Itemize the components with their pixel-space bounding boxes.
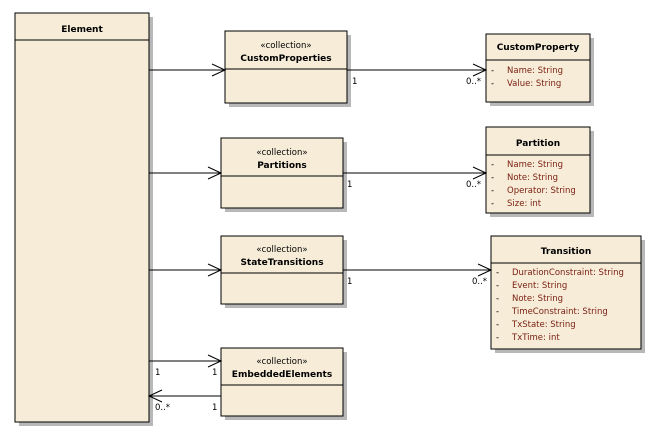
custom-property-name: CustomProperty [497, 43, 580, 53]
partition-box [485, 126, 591, 214]
partition-attr-marker-0: - [491, 160, 494, 170]
assoc-element-statetransitions-arrowhead [207, 263, 223, 277]
state-transitions-name: StateTransitions [240, 258, 323, 268]
custom-property-box [485, 33, 591, 103]
assoc-emb-out-target-multiplicity: 1 [212, 368, 217, 378]
partitions-class[interactable]: «collection» Partitions [220, 137, 347, 212]
custom-property-attr-1: Value: String [507, 79, 561, 89]
partition-attr-marker-2: - [491, 186, 494, 196]
partition-attributes: - Name: String - Note: String - Operator… [491, 160, 576, 209]
partitions-name: Partitions [257, 161, 307, 171]
custom-property-attr-marker-1: - [491, 79, 494, 89]
partition-attr-marker-3: - [491, 199, 494, 209]
embedded-elements-name: EmbeddedElements [232, 370, 332, 380]
custom-properties-class[interactable]: «collection» CustomProperties [224, 30, 351, 107]
partition-attr-1: Note: String [507, 173, 558, 183]
embedded-elements-box [220, 347, 344, 417]
partition-class[interactable]: Partition - Name: String - Note: String … [485, 126, 594, 217]
assoc-st-source-multiplicity: 1 [347, 277, 352, 287]
transition-attributes: - DurationConstraint: String - Event: St… [496, 268, 624, 343]
assoc-element-embeddedelements[interactable]: 1 1 [149, 354, 223, 378]
custom-property-attributes: - Name: String - Value: String [491, 66, 563, 89]
transition-attr-marker-2: - [496, 294, 499, 304]
assoc-element-embeddedelements-arrowhead [207, 354, 223, 368]
transition-attr-marker-1: - [496, 281, 499, 291]
assoc-embeddedelements-element-arrowhead [147, 389, 163, 403]
assoc-cp-source-multiplicity: 1 [352, 77, 357, 87]
assoc-emb-out-source-multiplicity: 1 [155, 368, 160, 378]
custom-properties-name: CustomProperties [240, 54, 331, 64]
custom-property-attr-0: Name: String [507, 66, 563, 76]
custom-property-class[interactable]: CustomProperty - Name: String - Value: S… [485, 33, 594, 106]
assoc-customproperties-customproperty[interactable]: 1 0..* [347, 63, 488, 87]
partition-attr-2: Operator: String [507, 186, 576, 196]
partitions-box [220, 137, 344, 209]
state-transitions-box [220, 235, 344, 305]
assoc-element-customproperties-arrowhead [211, 63, 227, 77]
state-transitions-stereotype: «collection» [256, 245, 307, 255]
transition-attr-marker-4: - [496, 320, 499, 330]
element-class[interactable]: Element [14, 12, 153, 426]
transition-attr-marker-5: - [496, 333, 499, 343]
transition-attr-4: TxState: String [511, 320, 576, 330]
assoc-cp-target-multiplicity: 0..* [466, 77, 481, 87]
assoc-embeddedelements-element[interactable]: 1 0..* [147, 389, 221, 413]
assoc-part-target-multiplicity: 0..* [466, 180, 481, 190]
partition-name: Partition [516, 139, 560, 149]
assoc-element-partitions-arrowhead [207, 166, 223, 180]
assoc-element-statetransitions[interactable] [149, 263, 223, 277]
element-class-box [14, 12, 150, 423]
transition-attr-2: Note: String [512, 294, 563, 304]
assoc-customproperties-customproperty-arrowhead [472, 63, 488, 77]
transition-attr-marker-3: - [496, 307, 499, 317]
state-transitions-class[interactable]: «collection» StateTransitions [220, 235, 347, 308]
assoc-emb-back-source-multiplicity: 1 [212, 403, 217, 413]
custom-properties-box [224, 30, 348, 104]
transition-attr-1: Event: String [512, 281, 567, 291]
transition-attr-3: TimeConstraint: String [511, 307, 608, 317]
assoc-partitions-partition-arrowhead [472, 166, 488, 180]
element-class-name: Element [61, 25, 103, 35]
transition-attr-5: TxTime: int [511, 333, 560, 343]
assoc-partitions-partition[interactable]: 1 0..* [343, 166, 488, 190]
partition-attr-0: Name: String [507, 160, 563, 170]
partitions-stereotype: «collection» [256, 148, 307, 158]
embedded-elements-class[interactable]: «collection» EmbeddedElements [220, 347, 347, 420]
embedded-elements-stereotype: «collection» [256, 357, 307, 367]
transition-class[interactable]: Transition - DurationConstraint: String … [490, 235, 645, 353]
transition-attr-marker-0: - [496, 268, 499, 278]
assoc-part-source-multiplicity: 1 [347, 180, 352, 190]
partition-attr-marker-1: - [491, 173, 494, 183]
custom-properties-stereotype: «collection» [260, 41, 311, 51]
transition-name: Transition [541, 247, 592, 257]
transition-box [490, 235, 642, 350]
assoc-emb-back-target-multiplicity: 0..* [155, 403, 170, 413]
partition-attr-3: Size: int [507, 199, 542, 209]
assoc-st-target-multiplicity: 0..* [472, 277, 487, 287]
assoc-element-customproperties[interactable] [149, 63, 227, 77]
transition-attr-0: DurationConstraint: String [512, 268, 624, 278]
assoc-element-partitions[interactable] [149, 166, 223, 180]
custom-property-attr-marker-0: - [491, 66, 494, 76]
assoc-statetransitions-transition-arrowhead [477, 263, 493, 277]
assoc-statetransitions-transition[interactable]: 1 0..* [343, 263, 493, 287]
